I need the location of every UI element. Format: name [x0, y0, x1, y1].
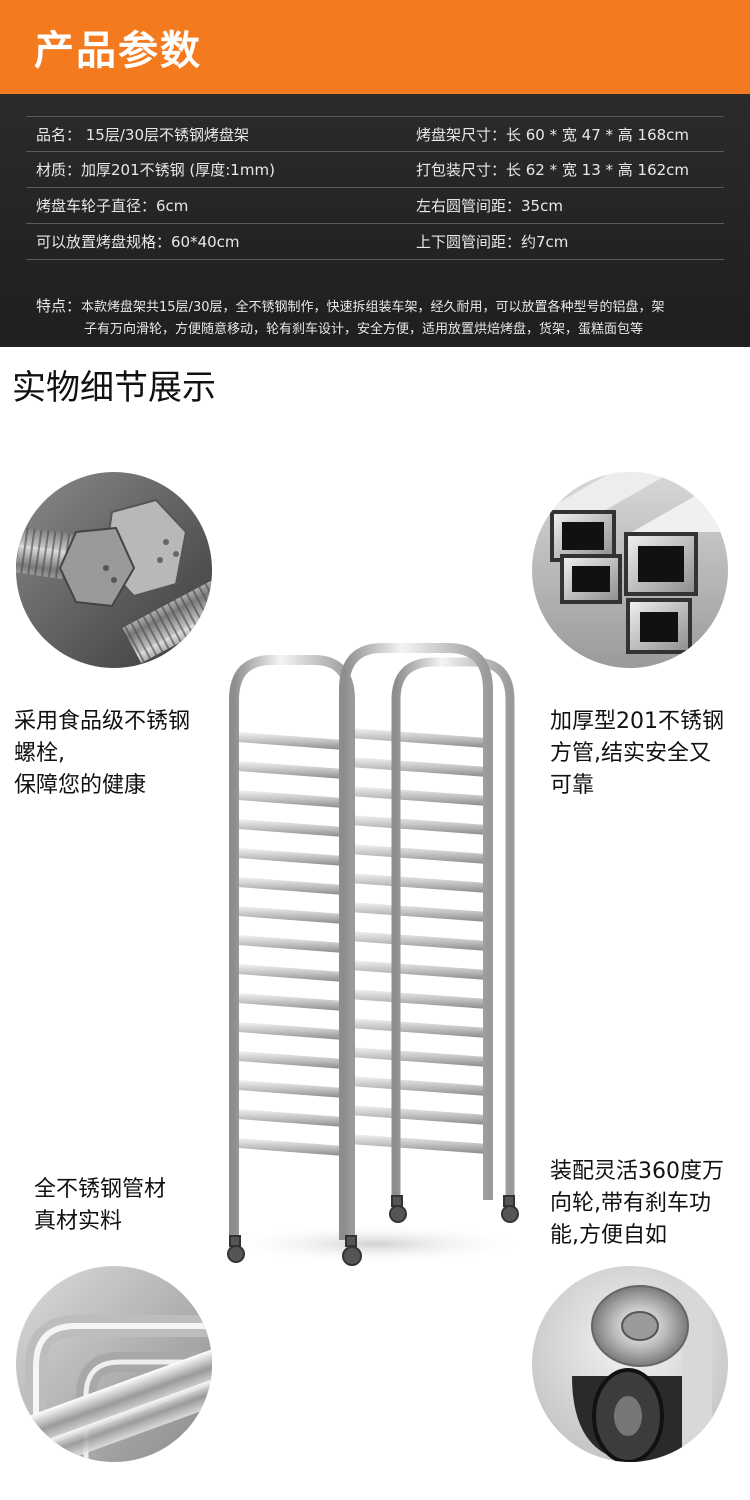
rack-slat [238, 761, 344, 779]
rack-slat [238, 1138, 344, 1156]
rack-slat [350, 1018, 488, 1038]
caption-line: 向轮,带有刹车功 [550, 1191, 711, 1216]
bolt-detail-photo [16, 472, 212, 668]
rack-slat [238, 1022, 344, 1040]
spec-package-size: 打包装尺寸：长 62 * 宽 13 * 高 162cm [416, 161, 690, 179]
caption-line: 可靠 [550, 773, 595, 798]
spec-product-name: 品名： 15层/30层不锈钢烤盘架 [36, 126, 249, 144]
caption-caster-wheel: 装配灵活360度万 向轮,带有刹车功 能,方便自如 [550, 1156, 740, 1252]
details-title: 实物细节展示 [12, 368, 216, 408]
rack-slat [238, 993, 344, 1011]
rack-slat [238, 819, 344, 837]
rack-slat [350, 1134, 488, 1154]
spec-row: 品名： 15层/30层不锈钢烤盘架 烤盘架尺寸：长 60 * 宽 47 * 高 … [26, 116, 724, 152]
caption-pipe: 全不锈钢管材 真材实料 [34, 1174, 234, 1238]
spec-material: 材质：加厚201不锈钢 (厚度:1mm) [36, 161, 275, 179]
rack-slat [350, 902, 488, 922]
spec-rack-size: 烤盘架尺寸：长 60 * 宽 47 * 高 168cm [416, 126, 690, 144]
rack-slat [350, 873, 488, 893]
caster-wheel-detail-photo [532, 1266, 728, 1462]
spec-tube-spacing-lr: 左右圆管间距：35cm [416, 197, 563, 215]
rack-slat [350, 728, 488, 748]
rack-slat [350, 815, 488, 835]
spec-tube-spacing-ud: 上下圆管间距：约7cm [416, 233, 569, 251]
caption-line: 能,方便自如 [550, 1223, 667, 1248]
rack-slat [238, 1109, 344, 1127]
rack-slat [238, 1080, 344, 1098]
spec-row: 可以放置烤盘规格：60*40cm 上下圆管间距：约7cm [26, 224, 724, 260]
rack-slat [350, 1105, 488, 1125]
features-line-2: 子有万向滑轮，方便随意移动，轮有刹车设计，安全方便，适用放置烘焙烤盘，货架，蛋糕… [84, 322, 644, 337]
rack-slat [350, 844, 488, 864]
caption-line: 真材实料 [34, 1209, 123, 1234]
header-banner: 产品参数 [0, 0, 750, 94]
caption-line: 全不锈钢管材 [34, 1177, 167, 1202]
spec-table: 品名： 15层/30层不锈钢烤盘架 烤盘架尺寸：长 60 * 宽 47 * 高 … [0, 94, 750, 347]
caption-line: 保障您的健康 [14, 773, 147, 798]
spec-row: 烤盘车轮子直径：6cm 左右圆管间距：35cm [26, 188, 724, 224]
caption-bolt: 采用食品级不锈钢 螺栓, 保障您的健康 [14, 706, 224, 802]
features-line-1: 本款烤盘架共15层/30层，全不锈钢制作，快速拆组装车架，经久耐用，可以放置各种… [81, 300, 665, 315]
features-text: 特点：本款烤盘架共15层/30层，全不锈钢制作，快速拆组装车架，经久耐用，可以放… [36, 294, 726, 337]
square-tube-detail-photo [532, 472, 728, 668]
spec-row: 材质：加厚201不锈钢 (厚度:1mm) 打包装尺寸：长 62 * 宽 13 *… [26, 152, 724, 188]
rack-slat [238, 906, 344, 924]
rack-slat [238, 848, 344, 866]
caption-line: 方管,结实安全又 [550, 741, 711, 766]
rack-slat [350, 1047, 488, 1067]
rack-slat [350, 989, 488, 1009]
rack-slat [238, 1051, 344, 1069]
caption-square-tube: 加厚型201不锈钢 方管,结实安全又 可靠 [550, 706, 740, 802]
caption-line: 加厚型201不锈钢 [550, 709, 724, 734]
rack-slat [350, 757, 488, 777]
rack-slat [238, 935, 344, 953]
features-label: 特点： [36, 297, 82, 315]
caption-line: 螺栓, [14, 741, 65, 766]
rack-slat [238, 732, 344, 750]
page-title: 产品参数 [34, 28, 202, 74]
baking-rack-product-image [216, 640, 534, 1276]
rack-slat [238, 877, 344, 895]
rack-slat [350, 960, 488, 980]
spec-wheel-diameter: 烤盘车轮子直径：6cm [36, 197, 189, 215]
caption-line: 采用食品级不锈钢 [14, 709, 191, 734]
caption-line: 装配灵活360度万 [550, 1159, 724, 1184]
rack-slat [350, 931, 488, 951]
rack-slat [238, 790, 344, 808]
pipe-detail-photo [16, 1266, 212, 1462]
rack-slat [350, 786, 488, 806]
rack-slat [350, 1076, 488, 1096]
spec-tray-size: 可以放置烤盘规格：60*40cm [36, 233, 240, 251]
rack-slat [238, 964, 344, 982]
